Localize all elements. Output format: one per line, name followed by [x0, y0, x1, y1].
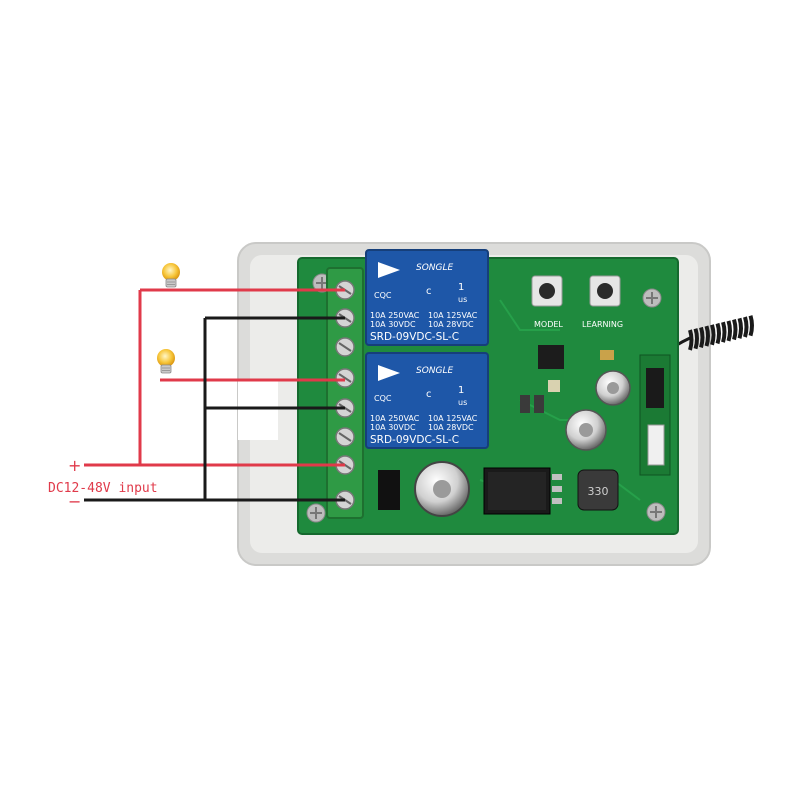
inductor-label: 330 [588, 485, 609, 498]
relay-cert-c: c [426, 389, 432, 400]
relay-cert-us: us [458, 398, 467, 407]
screw-top-right [642, 288, 662, 308]
relay-rating-right-2: 10A 28VDC [428, 423, 474, 432]
model-label: MODEL [534, 320, 563, 329]
inductor: 330 [577, 469, 619, 511]
relay-1: SONGLE CQC c 1 us 10A 250VAC 10A 125VAC … [365, 249, 489, 346]
ic-small [520, 345, 614, 413]
rf-module [639, 354, 671, 476]
screw-bottom-right [646, 502, 666, 522]
relay-rating-left-1: 10A 250VAC [370, 414, 420, 423]
regulator-ic [483, 467, 562, 515]
light-bulb-icon [157, 349, 175, 374]
capacitor-small-2 [565, 409, 607, 451]
relay-model: SRD-09VDC-SL-C [370, 331, 459, 343]
relay-rating-left-2: 10A 30VDC [370, 320, 416, 329]
relay-cqc: CQC [374, 291, 392, 300]
terminal-screw [335, 337, 355, 357]
terminal-screw [335, 427, 355, 447]
relay-rating-right-1: 10A 125VAC [428, 414, 478, 423]
antenna-coil-loops [688, 315, 754, 351]
relay-rating-left-2: 10A 30VDC [370, 423, 416, 432]
light-bulb-icon [162, 263, 180, 288]
minus-sign: − [68, 492, 81, 511]
learning-label: LEARNING [582, 320, 623, 329]
relay-brand: SONGLE [416, 366, 454, 376]
diode-bottom [378, 470, 400, 510]
relay-rating-right-2: 10A 28VDC [428, 320, 474, 329]
capacitor-large [414, 461, 470, 517]
wiring [84, 288, 345, 502]
relay-cqc: CQC [374, 394, 392, 403]
model-button[interactable] [531, 275, 563, 307]
relay-rating-left-1: 10A 250VAC [370, 311, 420, 320]
relay-cert-num: 1 [458, 385, 464, 396]
relay-cert-c: c [426, 286, 432, 297]
relay-rating-right-1: 10A 125VAC [428, 311, 478, 320]
relay-model: SRD-09VDC-SL-C [370, 434, 459, 446]
plus-sign: + [68, 456, 81, 475]
relay-brand: SONGLE [416, 263, 454, 273]
capacitor-small-1 [595, 370, 631, 406]
terminal-block [326, 267, 364, 519]
power-input-label: DC12-48V input [48, 481, 158, 496]
screw-bottom-left [306, 503, 326, 523]
relay-cert-us: us [458, 295, 467, 304]
learning-button[interactable] [589, 275, 621, 307]
relay-2: SONGLE CQC c 1 us 10A 250VAC 10A 125VAC … [365, 352, 489, 449]
relay-cert-num: 1 [458, 282, 464, 293]
terminal-screw [335, 368, 355, 388]
